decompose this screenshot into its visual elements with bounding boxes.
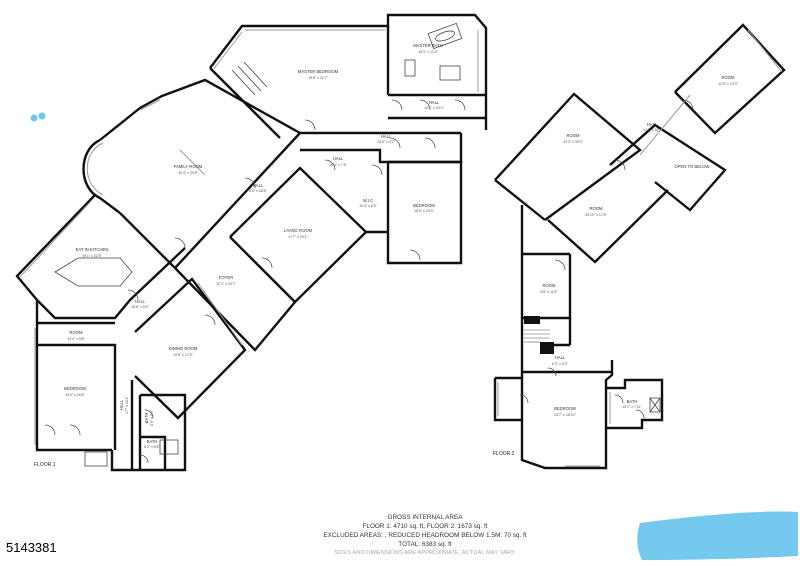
room-dims: 14'4" x 5'8" [67, 337, 85, 341]
room-dims: 8'2" x 6'8" [144, 445, 160, 449]
room-dims: 8'6" x 8'6" [150, 409, 154, 425]
floor2-stairs [524, 316, 554, 354]
room-dims: 10'3" x 7'8" [329, 163, 347, 167]
floor2-windows [497, 29, 783, 467]
room-name: HALL [429, 100, 440, 105]
room-dims: 5'4" x 36'8" [249, 189, 267, 193]
area-summary: GROSS INTERNAL AREA FLOOR 1: 4710 sq. ft… [250, 513, 600, 558]
summary-total: TOTAL: 6383 sq. ft [398, 541, 452, 548]
floor1-label: FLOOR 1 [34, 462, 56, 468]
room-name: FOYER [219, 275, 233, 280]
room-dims: 19'5" x 21'7" [308, 76, 328, 80]
room-dims: 28'5" x 3'7" [377, 140, 395, 144]
blue-marks [30, 112, 798, 560]
room-name: DINING ROOM [169, 346, 198, 351]
room-dims: 10'1" x 7'11" [622, 405, 642, 409]
room-dims: 9'8" x 11'9" [540, 290, 558, 294]
floor2-doors [519, 99, 694, 419]
room-dims: 12'2" x 29'7" [216, 282, 236, 286]
room-name: W.I.C [363, 198, 373, 203]
floor1-fixtures [54, 22, 463, 467]
floor1-windows [19, 29, 479, 445]
listing-id: 5143381 [6, 540, 57, 555]
room-name: ROOM [69, 330, 83, 335]
room-name: MASTER BEDROOM [298, 69, 339, 74]
floor1-walls [15, 13, 488, 472]
summary-floor-areas: FLOOR 1: 4710 sq. ft, FLOOR 2: 1673 sq. … [362, 523, 488, 530]
room-name: BEDROOM [554, 406, 576, 411]
room-name: LIVING ROOM [284, 228, 312, 233]
room-dims: 23'7" x 16'10" [554, 413, 576, 417]
room-dims: 13'3" x 39'0" [563, 140, 583, 144]
room-dims: 19'8" x 17'6" [173, 353, 193, 357]
room-dims: 16'1" x 4'10" [424, 106, 444, 110]
room-dims: 17'7" x 20'1" [288, 235, 308, 239]
room-name: BATH [147, 439, 158, 444]
room-name: EAT-IN KITCHEN [76, 247, 109, 252]
summary-disclaimer: SIZES AND DIMENSIONS ARE APPROXIMATE, AC… [334, 550, 516, 556]
room-name: HALL [381, 134, 392, 139]
room-dims: 3'7" x 18'1" [125, 395, 129, 413]
summary-excluded-areas: EXCLUDED AREAS: , REDUCED HEADROOM BELOW… [323, 532, 527, 539]
room-name: HALL [647, 122, 658, 127]
room-name: BEDROOM [413, 203, 435, 208]
room-name: HALL [119, 399, 124, 410]
room-name: ROOM [542, 283, 556, 288]
floor1-doors [44, 99, 466, 464]
room-name: HALL [333, 156, 344, 161]
room-dims: 12'5" x 23'3" [718, 82, 738, 86]
floor2-fixtures [649, 397, 661, 413]
floor1-labels: MASTER BEDROOM 19'5" x 21'7" MASTER BATH… [34, 43, 445, 468]
room-dims: 18'8" x 5'5" [131, 305, 149, 309]
room-name: HALL [135, 299, 146, 304]
room-name: BATH [627, 399, 638, 404]
room-dims: 30'4" x 29'8" [178, 171, 198, 175]
room-name: FAMILY ROOM [174, 164, 203, 169]
room-name: ROOM [589, 206, 603, 211]
room-name: HALL [555, 355, 566, 360]
room-dims: 15'9" x 23'3" [414, 209, 434, 213]
room-dims: 19'1" x 22'8" [82, 254, 102, 258]
floor2-walls [493, 23, 786, 470]
room-name: HALL [253, 183, 264, 188]
room-name: ROOM [721, 75, 735, 80]
summary-title: GROSS INTERNAL AREA [387, 514, 463, 521]
room-name: BATH [144, 413, 149, 424]
room-dims: 15'0" x 16'8" [65, 393, 85, 397]
floor2-labels: ROOM 12'5" x 23'3" ROOM 13'3" x 39'0" HA… [493, 75, 739, 457]
floor2-label: FLOOR 2 [493, 451, 515, 457]
room-name: MASTER BATH [413, 43, 442, 48]
room-dims: 10'4" x 6'0" [359, 204, 377, 208]
room-name: OPEN TO BELOW [675, 164, 710, 169]
room-name: BEDROOM [64, 386, 86, 391]
room-dims: 11'1" x 5'5" [643, 128, 661, 132]
room-dims: 6'3" x 5'3" [552, 362, 568, 366]
room-dims: 33'10" x 17'8" [585, 213, 607, 217]
room-dims: 16'3" x 12'3" [418, 50, 438, 54]
room-name: ROOM [566, 133, 580, 138]
